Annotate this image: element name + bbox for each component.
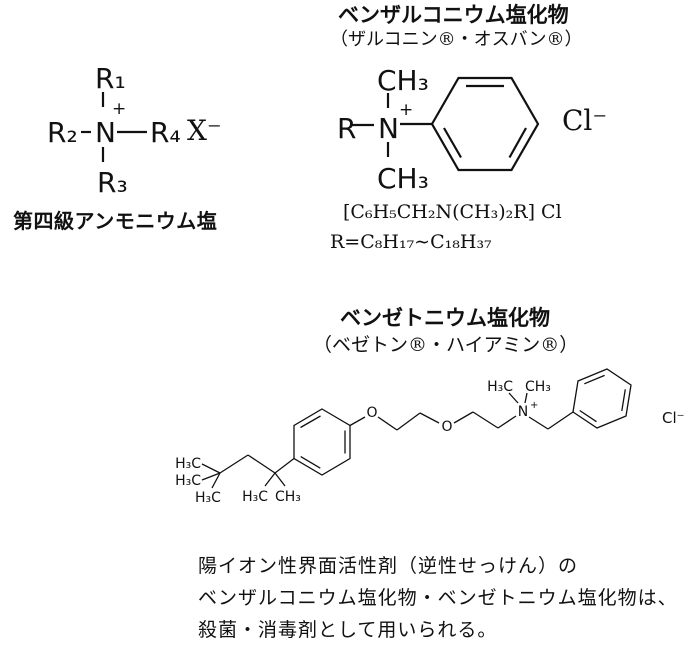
r3-label: R₃ xyxy=(97,166,128,199)
r4-label: R₄ xyxy=(150,116,181,149)
usage-note-line2: ベンザルコニウム塩化物・ベンゼトニウム塩化物は、 xyxy=(198,587,678,609)
chloride-counterion-label: Cl⁻ xyxy=(562,104,607,137)
usage-note-line1: 陽イオン性界面活性剤（逆性せっけん）の xyxy=(198,555,579,577)
methyl-bottom-label: CH₃ xyxy=(377,162,429,195)
ether-oxygen-label: O xyxy=(366,405,377,421)
benzalkonium-structure: CH₃ R N + CH₃ Cl⁻ xyxy=(337,64,607,195)
methyl-label: H₃C xyxy=(175,473,201,489)
benzethonium-title: ベンゼトニウム塩化物 xyxy=(340,305,550,330)
chloride-counterion-label: Cl⁻ xyxy=(662,409,685,427)
bond-lines xyxy=(201,392,574,489)
quaternary-ammonium-caption: 第四級アンモニウム塩 xyxy=(13,209,218,233)
bond-lines xyxy=(352,93,432,157)
n-methyl-label: H₃C xyxy=(487,379,513,395)
benzalkonium-brand-names: （ザルコニン®・オスバン®） xyxy=(330,29,583,50)
benzethonium-structure: H₃C H₃C H₃C H₃C CH₃ O O H₃C CH₃ N + Cl⁻ xyxy=(175,368,685,506)
plus-charge-label: + xyxy=(530,400,538,411)
r1-label: R₁ xyxy=(95,62,126,95)
nitrogen-label: N xyxy=(378,112,399,145)
benzyl-ring xyxy=(572,368,632,429)
n-methyl-label: CH₃ xyxy=(525,379,551,395)
nitrogen-label: N xyxy=(95,116,116,149)
bond-lines xyxy=(81,92,147,162)
usage-note: 陽イオン性界面活性剤（逆性せっけん）の ベンザルコニウム塩化物・ベンゼトニウム塩… xyxy=(198,550,678,646)
benzalkonium-formula: [C₆H₅CH₂N(CH₃)₂R] Cl xyxy=(343,201,562,223)
r2-label: R₂ xyxy=(47,116,78,149)
quaternary-ammonium-structure: R₁ R₂ N + R₄ R₃ X⁻ xyxy=(47,62,222,199)
benzalkonium-title: ベンザルコニウム塩化物 xyxy=(338,2,569,27)
methyl-label: H₃C xyxy=(195,490,221,506)
methyl-label: CH₃ xyxy=(275,489,301,505)
ether-oxygen-label: O xyxy=(441,419,452,435)
benzalkonium-r-range: R=C₈H₁₇∼C₁₈H₃₇ xyxy=(330,231,492,253)
benzene-ring xyxy=(430,76,540,172)
methyl-label: H₃C xyxy=(175,456,201,472)
methyl-top-label: CH₃ xyxy=(377,64,429,97)
nitrogen-label: N xyxy=(518,404,528,420)
r-group-label: R xyxy=(337,112,356,145)
benzethonium-brand-names: （ベゼトン®・ハイアミン®） xyxy=(313,334,579,356)
x-counterion-label: X⁻ xyxy=(187,114,222,147)
plus-charge-label: + xyxy=(399,100,413,120)
phenylene-ring xyxy=(293,408,351,476)
methyl-label: H₃C xyxy=(242,489,268,505)
plus-charge-label: + xyxy=(112,99,126,119)
usage-note-line3: 殺菌・消毒剤として用いられる。 xyxy=(198,619,498,641)
